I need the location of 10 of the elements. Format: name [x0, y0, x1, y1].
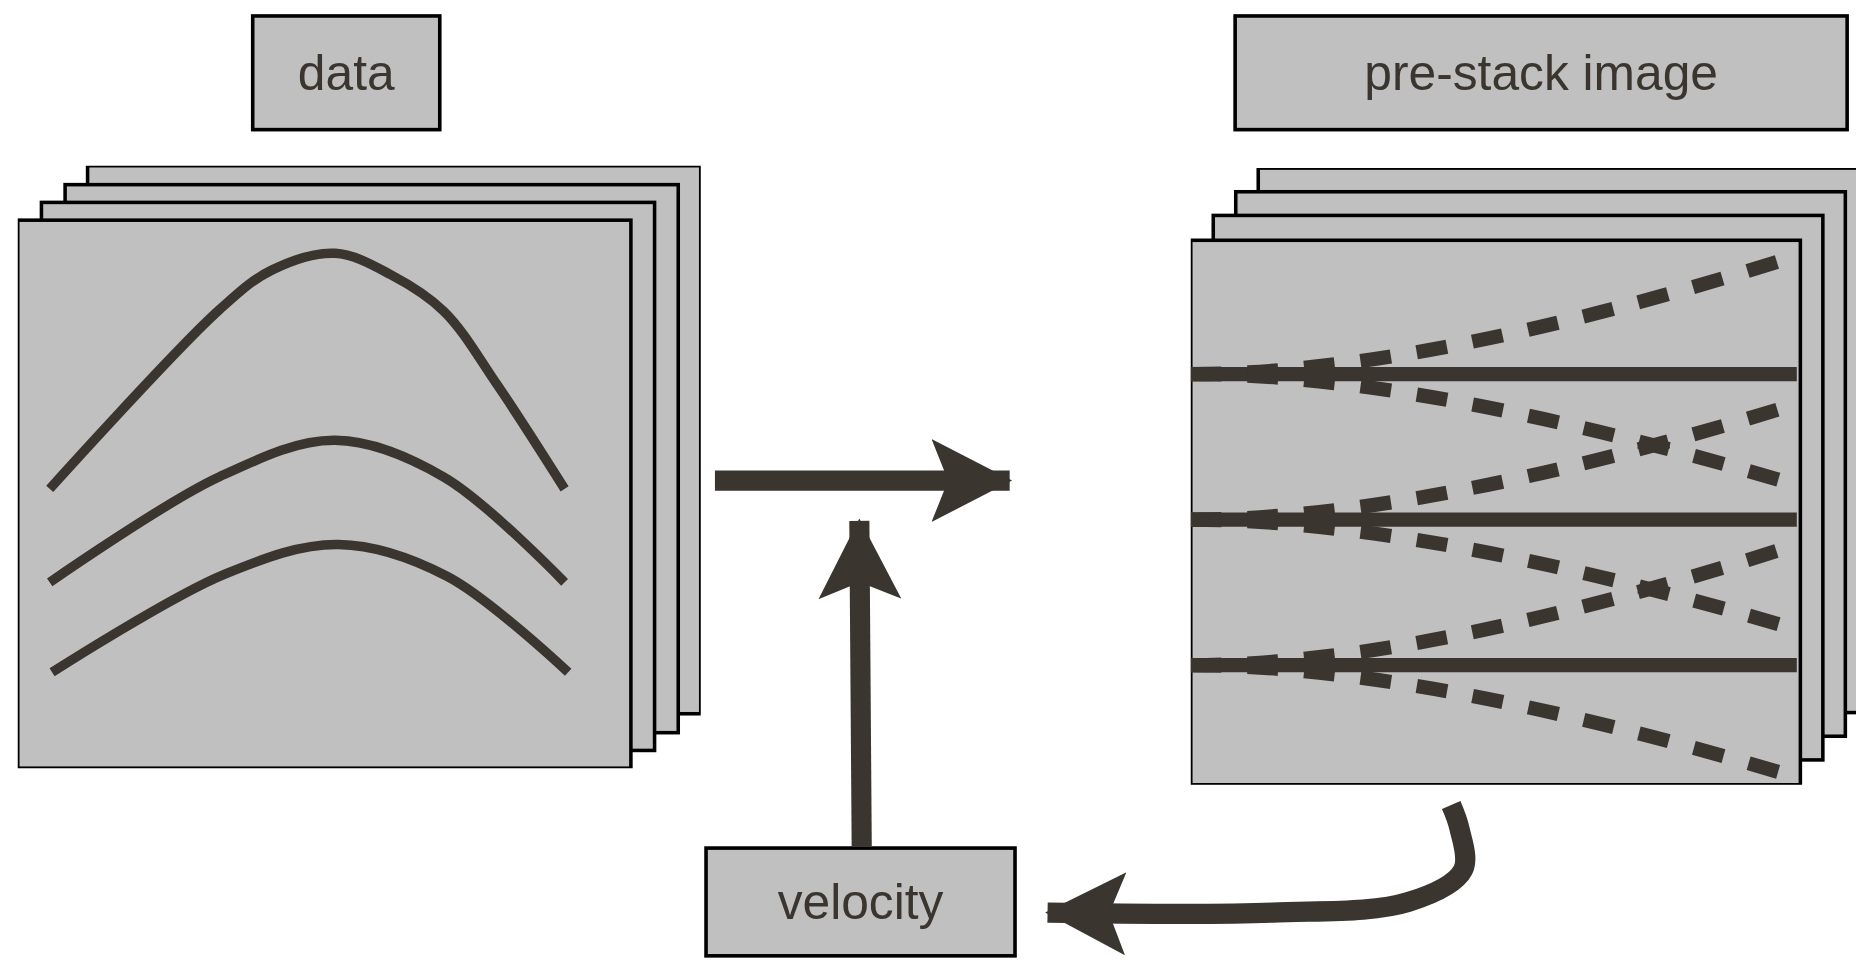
image-panels-drawing — [1190, 168, 1856, 785]
label: pre-stack image — [1364, 44, 1718, 102]
label-box — [1233, 14, 1849, 132]
arrow — [818, 518, 902, 847]
label: velocity — [777, 873, 944, 931]
label-box — [250, 14, 442, 132]
data-panels-drawing — [17, 165, 701, 769]
label-box — [704, 846, 1017, 958]
arrow — [714, 439, 1013, 522]
label: data — [297, 44, 395, 102]
